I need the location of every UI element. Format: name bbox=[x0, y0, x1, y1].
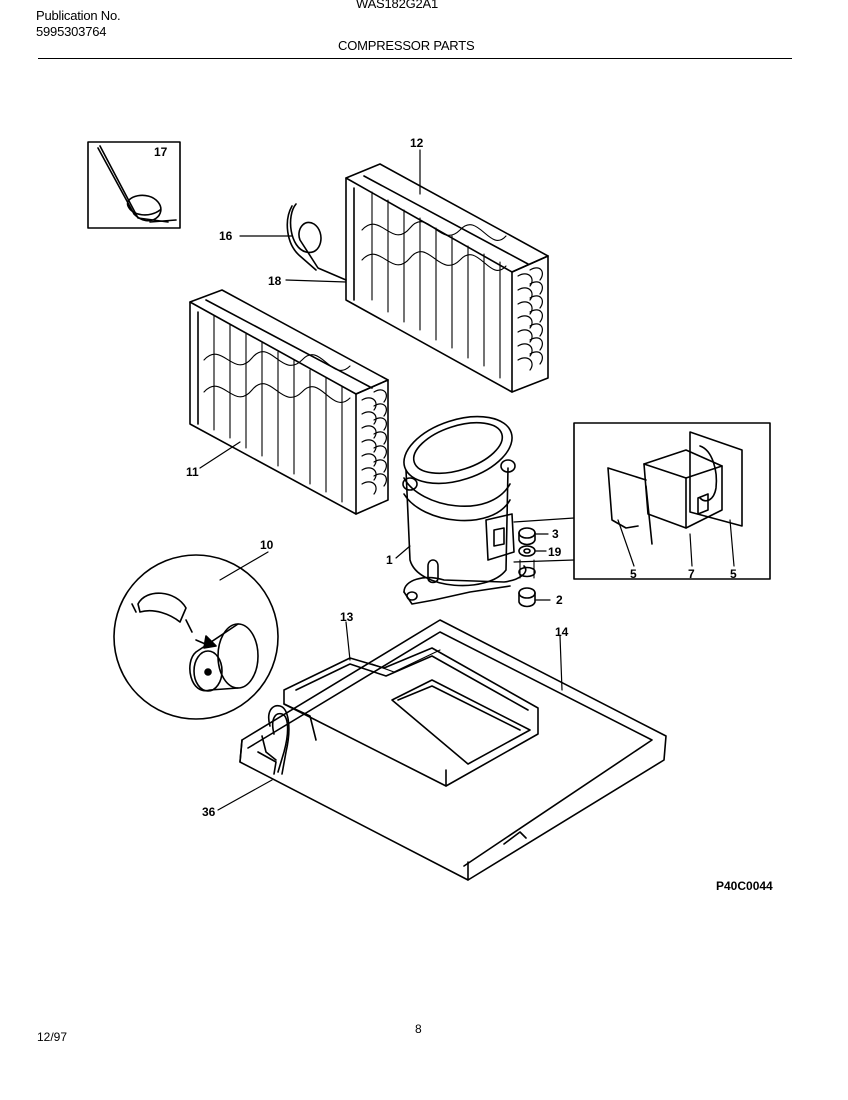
callout-14: 14 bbox=[555, 625, 569, 639]
callout-5-left: 5 bbox=[630, 567, 637, 581]
footer-date: 12/97 bbox=[37, 1030, 68, 1044]
part-12-upper-coil bbox=[345, 163, 549, 393]
callout-5-right: 5 bbox=[730, 567, 737, 581]
page-number: 8 bbox=[415, 1022, 422, 1036]
callout-36: 36 bbox=[202, 805, 216, 819]
callout-10: 10 bbox=[260, 538, 274, 552]
part-5-7-overload-inset bbox=[513, 422, 771, 580]
publication-number: 5995303764 bbox=[36, 24, 107, 39]
callout-12: 12 bbox=[410, 136, 424, 150]
part-36-strap bbox=[261, 704, 290, 775]
part-1-compressor bbox=[402, 415, 527, 605]
callout-7: 7 bbox=[688, 567, 695, 581]
part-10-clamp-detail bbox=[113, 554, 279, 720]
part-16-18-tubes bbox=[286, 203, 347, 281]
callout-labels: 17 12 16 18 11 10 1 3 19 2 5 7 5 13 14 3… bbox=[154, 136, 737, 819]
part-14-base-pan bbox=[239, 619, 667, 881]
callout-3: 3 bbox=[552, 527, 559, 541]
publication-label: Publication No. bbox=[36, 8, 121, 23]
callout-16: 16 bbox=[219, 229, 233, 243]
part-13-drain-pan bbox=[283, 647, 539, 787]
callout-13: 13 bbox=[340, 610, 354, 624]
callout-leaders bbox=[199, 149, 735, 811]
part-3-19-2-mounting-hardware bbox=[518, 527, 536, 608]
part-17-capillary-box bbox=[87, 141, 181, 229]
header-rule bbox=[38, 58, 792, 59]
callout-11: 11 bbox=[186, 465, 199, 479]
figure-reference-code: P40C0044 bbox=[716, 879, 773, 893]
callout-17: 17 bbox=[154, 145, 168, 159]
callout-1: 1 bbox=[386, 553, 393, 567]
part-11-lower-coil bbox=[189, 289, 389, 515]
callout-18: 18 bbox=[268, 274, 282, 288]
callout-19: 19 bbox=[548, 545, 562, 559]
section-title: COMPRESSOR PARTS bbox=[338, 38, 475, 53]
model-number: WAS182G2A1 bbox=[356, 0, 439, 11]
callout-2: 2 bbox=[556, 593, 563, 607]
